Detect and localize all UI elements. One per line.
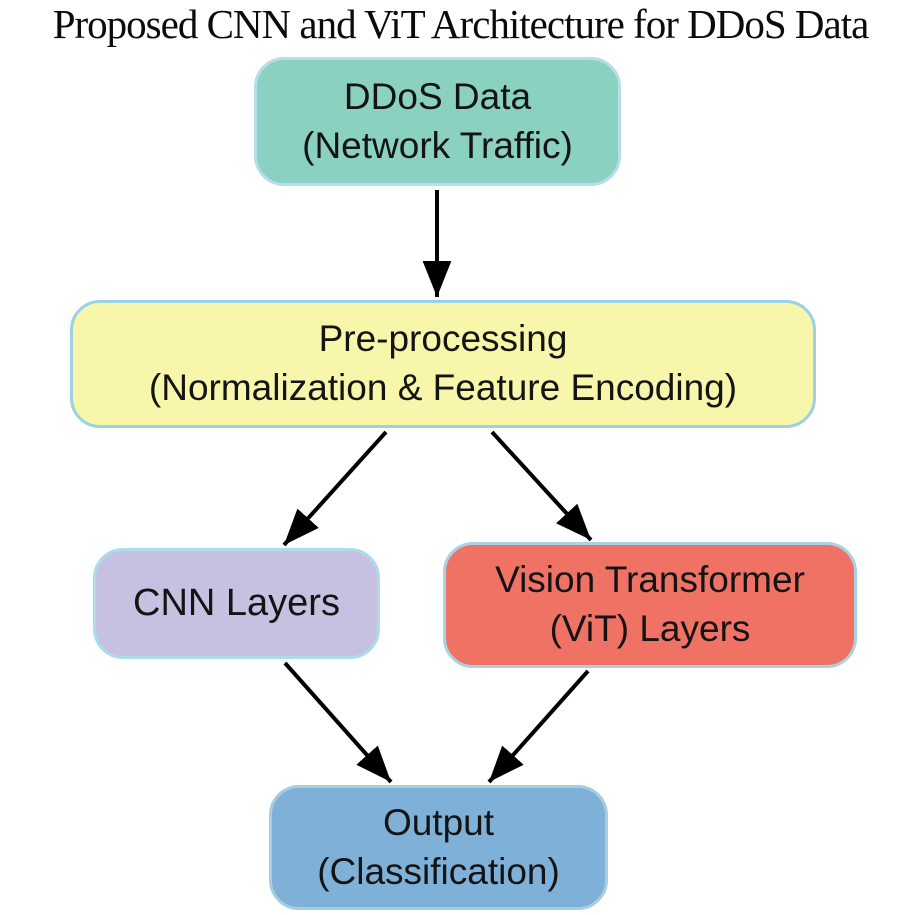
node-output: Output (Classification) — [269, 785, 608, 910]
arrow-preprocessing-to-cnn — [282, 430, 388, 547]
diagram-title: Proposed CNN and ViT Architecture for DD… — [52, 1, 870, 47]
node-ddos-data-label: DDoS Data — [343, 75, 532, 117]
node-cnn-layers-label: CNN Layers — [133, 582, 340, 625]
node-preprocessing-sublabel: (Normalization & Feature Encoding) — [148, 367, 738, 408]
node-preprocessing: Pre-processing (Normalization & Feature … — [70, 300, 816, 428]
arrow-cnn-to-output — [283, 661, 393, 784]
node-output-label: Output — [382, 801, 495, 843]
node-ddos-data: DDoS Data (Network Traffic) — [254, 57, 621, 186]
node-preprocessing-label: Pre-processing — [318, 318, 568, 360]
node-vit-layers-sublabel: (ViT) Layers — [549, 608, 751, 649]
arrow-preprocessing-to-vit — [490, 430, 593, 542]
node-cnn-layers: CNN Layers — [93, 548, 380, 659]
node-vit-layers-label: Vision Transformer — [495, 559, 805, 601]
node-vit-layers: Vision Transformer (ViT) Layers — [443, 542, 857, 668]
node-ddos-data-sublabel: (Network Traffic) — [302, 124, 573, 166]
node-output-sublabel: (Classification) — [317, 850, 560, 892]
arrow-vit-to-output — [487, 669, 590, 784]
